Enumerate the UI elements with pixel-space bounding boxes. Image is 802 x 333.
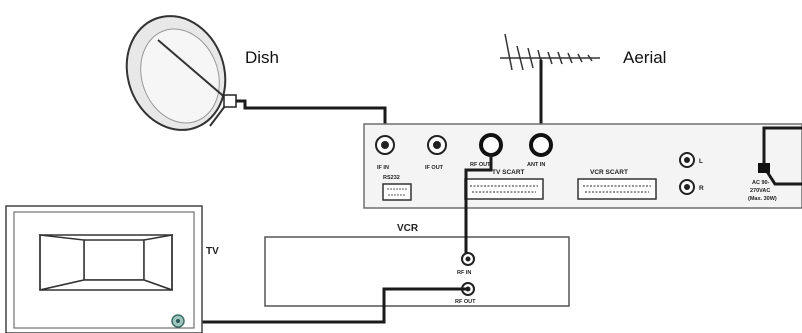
tv-scart-label: TV SCART bbox=[492, 169, 525, 176]
vcr-rf-out-label: RF OUT bbox=[455, 299, 476, 305]
if-in-connector bbox=[375, 135, 395, 155]
ant-in-label: ANT IN bbox=[527, 162, 545, 168]
power-label-line3: (Max. 30W) bbox=[748, 196, 777, 202]
ant-in-connector bbox=[529, 133, 553, 157]
rs232-port bbox=[382, 183, 412, 201]
audio-l-connector bbox=[679, 152, 695, 168]
audio-r-label: R bbox=[699, 185, 704, 192]
tv-label: TV bbox=[206, 246, 219, 257]
power-plug-icon bbox=[758, 163, 770, 173]
power-label-line2: 270VAC bbox=[750, 188, 770, 194]
aerial-icon bbox=[500, 33, 600, 71]
tv-scart-port bbox=[464, 178, 544, 200]
audio-l-label: L bbox=[699, 158, 703, 165]
if-in-label: IF IN bbox=[377, 165, 389, 171]
dish-label: Dish bbox=[245, 48, 279, 67]
rf-out-to-vcr-cable bbox=[464, 153, 493, 253]
aerial-label: Aerial bbox=[623, 48, 666, 67]
dish-cable bbox=[236, 99, 387, 134]
vcr-scart-port bbox=[577, 178, 657, 200]
tv-antenna-port bbox=[171, 314, 185, 328]
if-out-connector bbox=[427, 135, 447, 155]
vcr-rf-in-connector bbox=[461, 252, 475, 266]
satellite-dish-icon bbox=[125, 15, 237, 131]
audio-r-connector bbox=[679, 179, 695, 195]
if-out-label: IF OUT bbox=[425, 165, 444, 171]
vcr-scart-label: VCR SCART bbox=[590, 169, 628, 176]
television-icon bbox=[5, 205, 203, 333]
power-cable bbox=[762, 126, 802, 167]
receiver-rf-out-label: RF OUT bbox=[470, 162, 491, 168]
vcr-rf-in-label: RF IN bbox=[457, 270, 471, 276]
vcr-box bbox=[264, 236, 570, 307]
receiver-rf-out-connector bbox=[479, 133, 503, 157]
vcr-label: VCR bbox=[397, 223, 419, 234]
rs232-label: RS232 bbox=[383, 175, 400, 181]
power-label-line1: AC 90- bbox=[752, 180, 770, 186]
vcr-to-tv-cable bbox=[184, 287, 468, 324]
